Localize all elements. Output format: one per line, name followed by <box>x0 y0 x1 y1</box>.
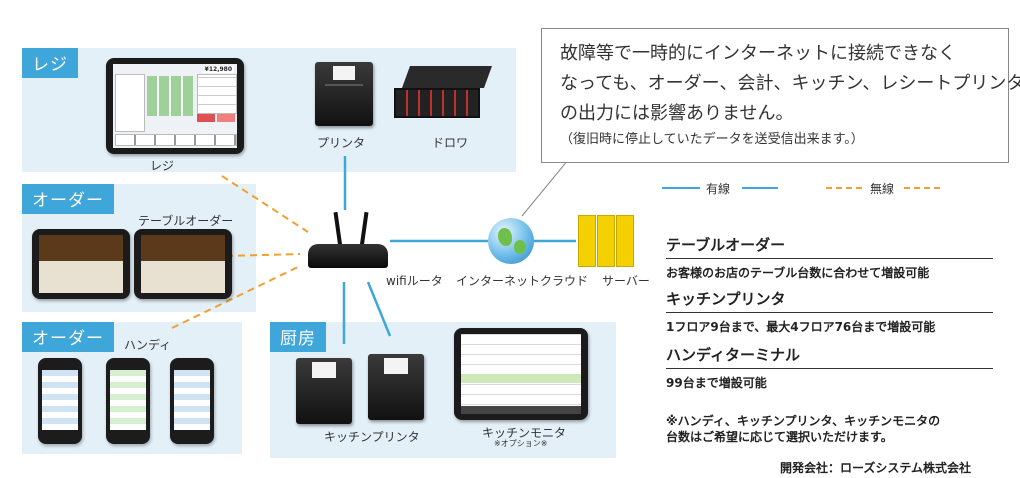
callout-line-1: 故障等で一時的にインターネットに接続できなく <box>560 43 956 64</box>
kitchen-printer-2-paper <box>384 358 408 374</box>
callout-pointer <box>521 159 596 217</box>
register-tablet: ¥12,980 <box>106 58 244 154</box>
server-unit-3 <box>616 215 634 267</box>
kitchen-monitor-screen <box>461 334 581 414</box>
kitchen-monitor-highlight-row <box>461 374 581 383</box>
table-order-screen-1 <box>39 235 123 293</box>
table-order-label: テーブルオーダー <box>138 214 234 228</box>
cloud-label: インターネットクラウド <box>456 274 589 288</box>
drawer-top <box>401 66 493 88</box>
printer-paper <box>333 66 355 80</box>
callout-line-3: の出力には影響ありません。 <box>560 103 794 124</box>
server-icon <box>578 215 634 267</box>
register-left-list <box>115 74 145 132</box>
kitchen-printer-1 <box>296 358 352 424</box>
handy-label: ハンディ <box>124 338 172 352</box>
callout-line-2: なっても、オーダー、会計、キッチン、レシートプリンタ <box>560 73 1020 94</box>
wireless-link-table-order <box>225 253 301 257</box>
register-menu-grid <box>147 76 193 116</box>
register-keypad <box>197 74 237 114</box>
printer-slot <box>325 84 363 86</box>
kitchen-monitor-label: キッチンモニタ <box>482 426 567 440</box>
callout-line-4: （復旧時に停止していたデータを送受信出来ます。） <box>560 132 864 147</box>
register-pay-button <box>197 114 215 122</box>
wireless-link-register <box>221 175 309 233</box>
developer-credit: 開発会社：ローズシステム株式会社 <box>780 461 972 475</box>
globe-land-2 <box>514 240 526 254</box>
globe-land-1 <box>498 228 512 246</box>
table-order-tablet-1 <box>32 229 130 299</box>
selection-note-line-2: 台数はご希望に応じて選択いただけます。 <box>666 430 893 444</box>
feature-body-handy-terminal: 99台まで増設可能 <box>666 376 767 390</box>
feature-body-kitchen-printer: 1フロア9台まで、最大4フロア76台まで増設可能 <box>666 320 936 334</box>
kitchen-monitor-tablet <box>454 328 588 420</box>
feature-heading-handy-terminal: ハンディターミナル <box>666 344 993 369</box>
register-screen: ¥12,980 <box>113 64 237 148</box>
cash-drawer <box>392 66 494 118</box>
kitchen-printer-2 <box>368 354 424 420</box>
handy-screen-3 <box>174 370 210 430</box>
router-label: wifiルータ <box>386 274 443 288</box>
feature-heading-kitchen-printer: キッチンプリンタ <box>666 288 993 313</box>
handy-screen-2 <box>110 370 146 430</box>
legend-wireless-label: 無線 <box>870 182 895 196</box>
server-unit-2 <box>597 215 615 267</box>
feature-body-table-order: お客様のお店のテーブル台数に合わせて増設可能 <box>666 266 930 280</box>
legend-wired-label: 有線 <box>706 182 731 196</box>
printer-label: プリンタ <box>317 136 366 150</box>
offline-callout: 故障等で一時的にインターネットに接続できなく なっても、オーダー、会計、キッチン… <box>541 28 1020 163</box>
kitchen-panel-tag: 厨房 <box>270 322 326 352</box>
cloud-globe-icon <box>488 218 534 264</box>
feature-heading-table-order: テーブルオーダー <box>666 234 993 259</box>
router-body <box>308 244 388 268</box>
kitchen-printer-1-paper <box>312 362 336 378</box>
router-antenna-left <box>333 211 343 249</box>
table-order-tablet-2 <box>134 229 232 299</box>
handy-phone-1 <box>38 358 82 444</box>
kitchen-printer-label: キッチンプリンタ <box>324 430 420 444</box>
table-order-panel-tag: オーダー <box>22 184 114 214</box>
router-antenna-right <box>359 211 369 249</box>
server-unit-1 <box>578 215 596 267</box>
receipt-printer <box>315 62 373 126</box>
register-cash-button <box>217 114 235 122</box>
register-panel-tag: レジ <box>22 48 78 78</box>
drawer-tray <box>394 88 480 118</box>
register-amount: ¥12,980 <box>202 66 234 73</box>
wired-link-kitchen-monitor <box>366 281 392 337</box>
drawer-label: ドロワ <box>432 136 469 150</box>
register-function-row <box>115 134 237 146</box>
handy-screen-1 <box>42 370 78 430</box>
server-label: サーバー <box>602 274 650 288</box>
handy-phone-3 <box>170 358 214 444</box>
wifi-router <box>306 211 392 278</box>
handy-phone-2 <box>106 358 150 444</box>
kitchen-monitor-footer <box>461 406 581 414</box>
handy-panel-tag: オーダー <box>22 322 114 352</box>
selection-note-line-1: ※ハンディ、キッチンプリンタ、キッチンモニタの <box>666 414 941 428</box>
kitchen-monitor-note: ※オプション※ <box>494 439 548 448</box>
register-label: レジ <box>150 159 175 173</box>
table-order-screen-2 <box>141 235 225 293</box>
